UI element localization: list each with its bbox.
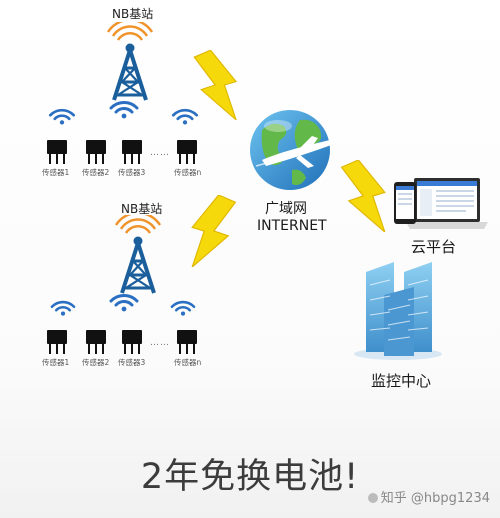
wifi-icon: [171, 108, 199, 126]
station-label: NB基站: [112, 7, 154, 21]
airplane-icon: [255, 136, 334, 168]
sensor-label: 传感器n: [174, 358, 202, 367]
chip-icon: [122, 140, 142, 164]
wifi-icon: [109, 100, 139, 120]
sensor-label: 传感器2: [82, 358, 110, 367]
watermark: 知乎 @hbpg1234: [367, 487, 490, 506]
sensor-label: 传感器3: [118, 358, 146, 367]
monitor-center-label: 监控中心: [371, 372, 432, 390]
wifi-icon: [48, 108, 76, 126]
cell-tower-icon: [106, 22, 154, 102]
cloud-platform-label: 云平台: [411, 238, 457, 256]
sensor-label: 传感器n: [174, 168, 202, 177]
globe-icon: [250, 110, 330, 190]
station-label: NB基站: [121, 202, 163, 216]
lightning-icon: [191, 195, 236, 267]
sensor-label: 传感器1: [42, 358, 70, 367]
network-label-cn: 广域网: [265, 201, 307, 217]
zhihu-icon: [367, 493, 378, 503]
phone-icon: [394, 182, 416, 224]
chip-icon: [86, 330, 106, 354]
chip-icon: [47, 330, 67, 354]
sensor-label: 传感器1: [42, 168, 70, 177]
headline: 2年免换电池!: [140, 457, 360, 497]
wifi-icon: [170, 300, 196, 317]
network-label-en: INTERNET: [257, 218, 327, 234]
chip-icon: [177, 330, 197, 354]
sensor-label: 传感器3: [118, 168, 146, 177]
chip-icon: [47, 140, 67, 164]
ellipsis: ……: [150, 338, 170, 348]
watermark-text: 知乎 @hbpg1234: [380, 491, 490, 506]
wifi-icon: [50, 300, 76, 317]
cell-tower-icon: [114, 215, 162, 295]
chip-icon: [122, 330, 142, 354]
lightning-icon: [193, 50, 237, 120]
ellipsis: ……: [150, 148, 170, 158]
sensor-label: 传感器2: [82, 168, 110, 177]
wifi-icon: [109, 293, 139, 313]
lightning-icon: [341, 160, 386, 232]
chip-icon: [177, 140, 197, 164]
chip-icon: [86, 140, 106, 164]
building-icon: [354, 262, 442, 360]
laptop-icon: [406, 178, 488, 229]
